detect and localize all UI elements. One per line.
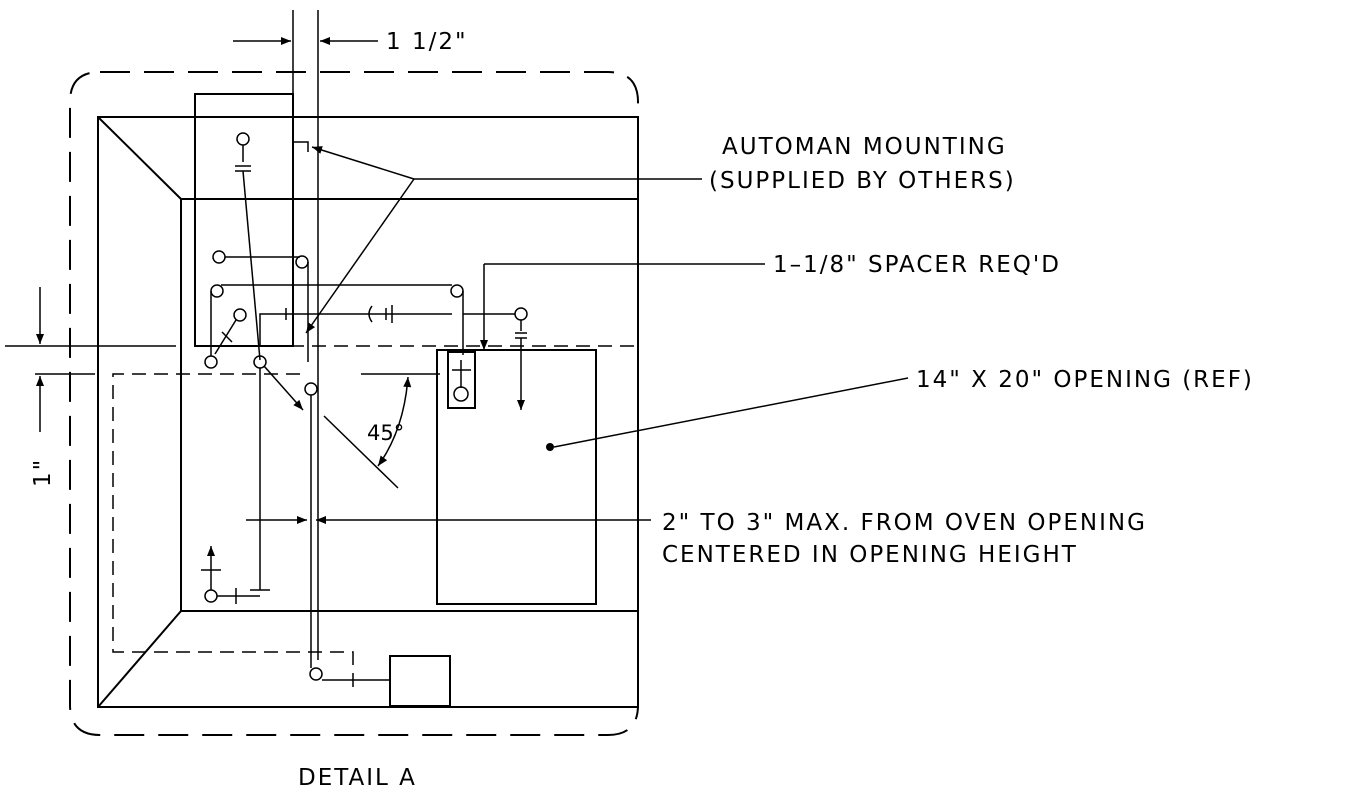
spacer-label: 1–1/8" SPACER REQ'D: [773, 252, 1061, 278]
automan-leader-a: [311, 146, 415, 180]
dashed-ref-region: [112, 373, 354, 692]
angle-arc-arrow: [377, 376, 412, 467]
pulley-top: [236, 132, 250, 146]
pulley-bottom-left: [204, 589, 218, 603]
automan-leader-b: [305, 178, 415, 334]
outer-dashed-enclosure: [69, 71, 639, 736]
pulley-upper-right: [295, 255, 309, 269]
automan-label-line2: (SUPPLIED BY OTHERS): [709, 168, 1016, 194]
oven-outer-frame: [97, 116, 639, 708]
pulley-center-right: [304, 382, 318, 396]
opening-dot: [546, 443, 554, 451]
frame-corner-tl: [97, 116, 182, 200]
opening-leader: [553, 377, 909, 448]
opening-label: 14" X 20" OPENING (REF): [916, 367, 1254, 393]
mounting-bracket: [194, 93, 294, 347]
pulley-bottom: [309, 667, 323, 681]
dim-left-label: 1": [30, 458, 56, 487]
angle-label: 45°: [367, 421, 404, 445]
oven-opening: [436, 349, 597, 605]
dim-top-label: 1 1/2": [386, 29, 468, 55]
frame-corner-bl: [97, 610, 182, 708]
spacer-block: [447, 351, 476, 409]
distance-label-line2: CENTERED IN OPENING HEIGHT: [662, 542, 1078, 568]
pulley-upper-left: [212, 250, 226, 264]
cable-assembly: [201, 132, 528, 681]
oven-inner-frame: [180, 198, 639, 612]
pulley-diagonal: [233, 308, 247, 322]
distance-label-line1: 2" TO 3" MAX. FROM OVEN OPENING: [662, 510, 1147, 536]
detail-caption: DETAIL A: [298, 765, 417, 789]
automan-label-line1: AUTOMAN MOUNTING: [722, 134, 1007, 160]
main-cable: [242, 170, 261, 361]
angle-diagonal-line: [323, 415, 399, 489]
pulley-low-left: [204, 355, 218, 369]
pulley-mid-left: [210, 284, 224, 298]
pulley-right: [514, 307, 528, 321]
bracket-tab: [293, 141, 309, 152]
pulley-mid-right: [450, 284, 464, 298]
motor-box: [389, 655, 451, 707]
